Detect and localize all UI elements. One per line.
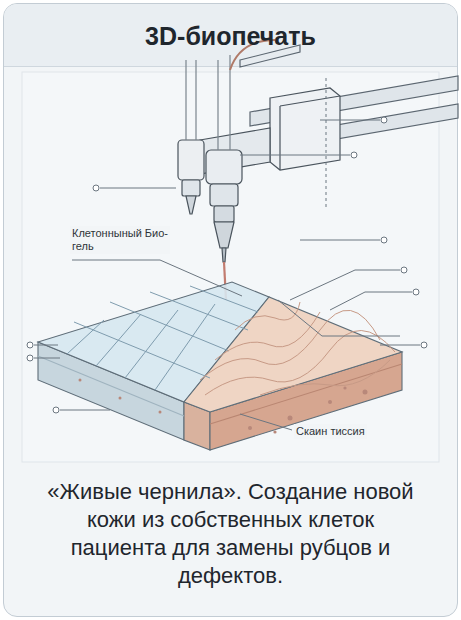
- card-title: 3D-биопечать: [0, 22, 461, 51]
- part-label: Клетонныный Био-гель: [70, 226, 170, 254]
- tissue-slab: [38, 282, 402, 450]
- part-label: Скаин тиссия: [294, 424, 367, 439]
- callout-leaders: [27, 78, 427, 430]
- print-head: [178, 40, 340, 262]
- hydrogel-grid: [67, 286, 258, 390]
- card-caption: «Живые чернила». Создание новой кожи из …: [40, 478, 421, 590]
